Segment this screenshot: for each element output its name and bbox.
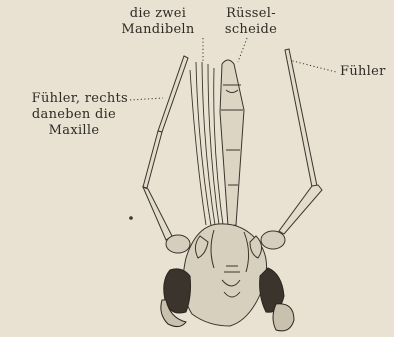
- label-antenna-left-line3: Maxille: [2, 123, 128, 139]
- label-antenna-left: Fühler, rechts daneben die Maxille: [2, 91, 128, 139]
- label-mandibles: die zwei Mandibeln: [112, 6, 204, 38]
- label-proboscis-sheath-line1: Rüssel-: [214, 6, 288, 22]
- label-antenna-right-text: Fühler: [340, 64, 386, 80]
- label-mandibles-line1: die zwei: [112, 6, 204, 22]
- label-proboscis-sheath: Rüssel- scheide: [214, 6, 288, 38]
- label-mandibles-line2: Mandibeln: [112, 22, 204, 38]
- label-antenna-left-line1: Fühler, rechts: [2, 91, 128, 107]
- label-antenna-right: Fühler: [340, 64, 386, 80]
- label-antenna-left-line2: daneben die: [2, 107, 128, 123]
- ink-dot: [129, 216, 133, 220]
- label-proboscis-sheath-line2: scheide: [214, 22, 288, 38]
